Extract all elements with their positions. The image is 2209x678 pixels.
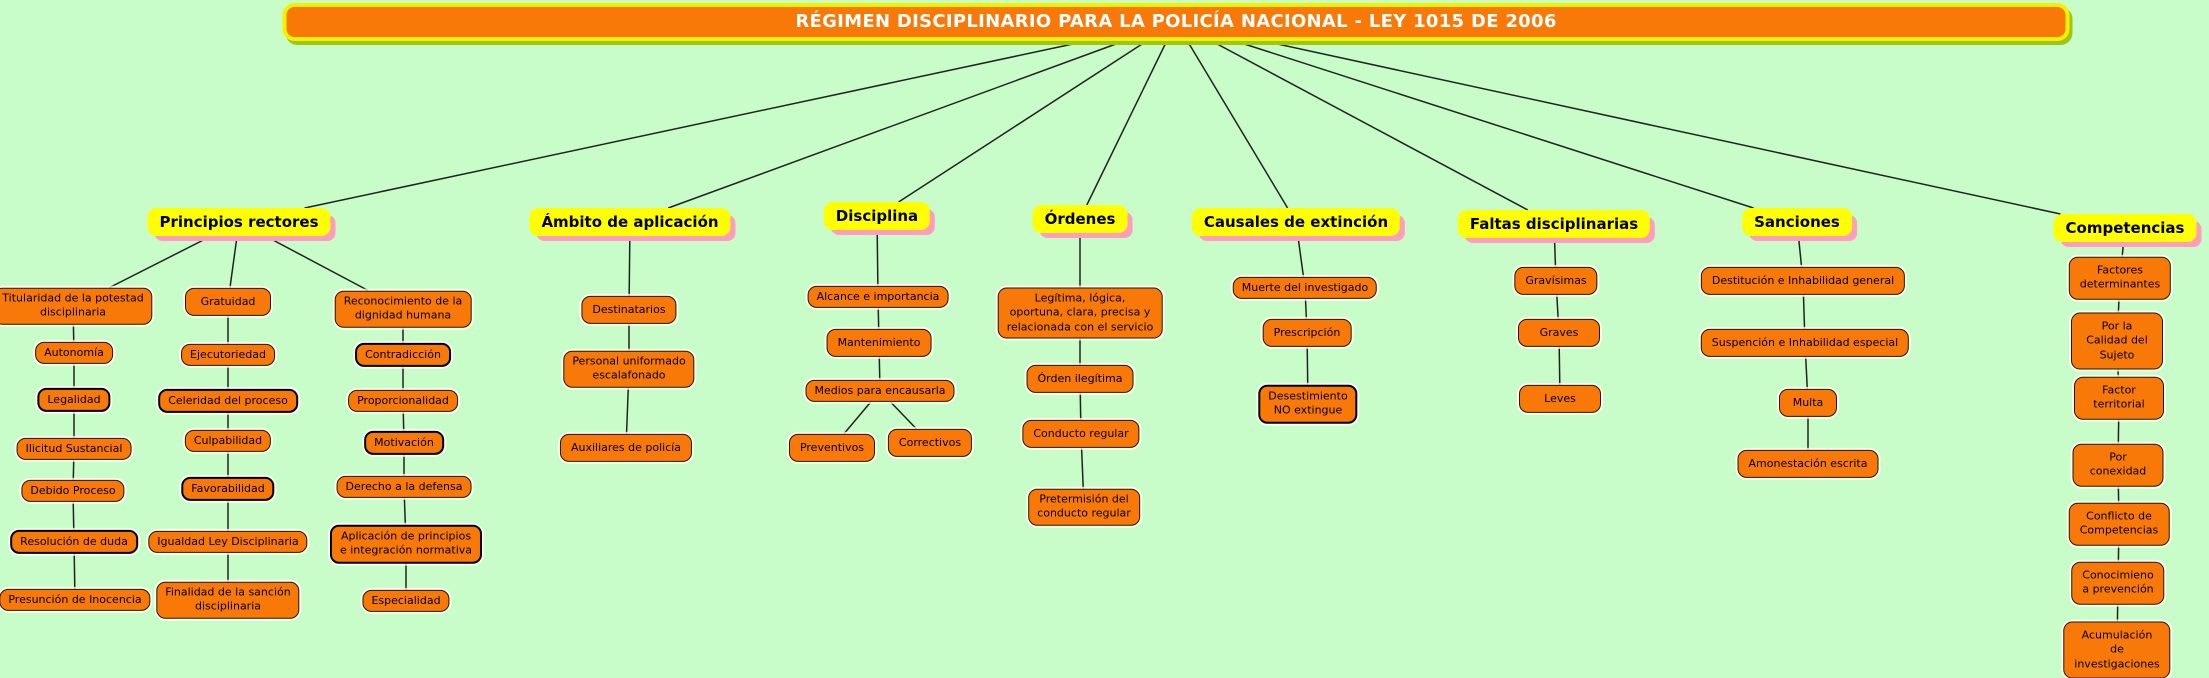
concept-derecho-defensa[interactable]: Derecho a la defensa xyxy=(337,476,472,498)
concept-pretermision-conducto[interactable]: Pretermisión del conducto regular xyxy=(1028,489,1140,526)
concept-alcance-importancia[interactable]: Alcance e importancia xyxy=(808,286,949,308)
concept-mantenimiento[interactable]: Mantenimiento xyxy=(827,329,932,357)
topic-causales-de-extincion[interactable]: Causales de extinción xyxy=(1192,208,1400,236)
concept-personal-uniformado[interactable]: Personal uniformado escalafonado xyxy=(563,351,694,388)
concept-legalidad[interactable]: Legalidad xyxy=(37,388,110,412)
concept-muerte-investigado[interactable]: Muerte del investigado xyxy=(1233,277,1377,299)
concept-autonomia[interactable]: Autonomía xyxy=(35,342,113,364)
concept-auxiliares-policia[interactable]: Auxiliares de policía xyxy=(560,434,692,462)
concept-motivacion[interactable]: Motivación xyxy=(364,431,444,455)
concept-finalidad-sancion[interactable]: Finalidad de la sanción disciplinaria xyxy=(156,582,299,619)
concept-amonestacion-escrita[interactable]: Amonestación escrita xyxy=(1738,450,1879,478)
topic-competencias[interactable]: Competencias xyxy=(2054,214,2197,242)
topic-ordenes[interactable]: Órdenes xyxy=(1033,205,1128,233)
concept-orden-legitima[interactable]: Legítima, lógica, oportuna, clara, preci… xyxy=(998,288,1163,339)
concept-acumulacion-investigaciones[interactable]: Acumulación de investigaciones xyxy=(2063,622,2170,678)
concept-conducto-regular[interactable]: Conducto regular xyxy=(1022,420,1139,448)
concept-por-conexidad[interactable]: Por conexidad xyxy=(2073,444,2164,487)
concept-ejecutoriedad[interactable]: Ejecutoriedad xyxy=(181,344,275,366)
concept-conflicto-competencias[interactable]: Conflicto de Competencias xyxy=(2069,503,2170,546)
concept-igualdad-ley[interactable]: Igualdad Ley Disciplinaria xyxy=(148,531,307,553)
concept-destitucion-inhabilidad[interactable]: Destitución e Inhabilidad general xyxy=(1701,267,1905,295)
concept-factor-territorial[interactable]: Factor territorial xyxy=(2074,377,2164,420)
concept-especialidad[interactable]: Especialidad xyxy=(362,590,449,612)
concept-presuncion-de-inocencia[interactable]: Presunción de Inocencia xyxy=(0,589,151,611)
topic-sanciones[interactable]: Sanciones xyxy=(1742,208,1852,236)
concept-factores-determinantes[interactable]: Factores determinantes xyxy=(2069,257,2171,300)
concept-medios-encausarla[interactable]: Medios para encausarla xyxy=(805,380,954,402)
concept-aplicacion-principios[interactable]: Aplicación de principios e integración n… xyxy=(330,525,482,564)
concept-leves[interactable]: Leves xyxy=(1519,385,1601,413)
topic-ambito-de-aplicacion[interactable]: Ámbito de aplicación xyxy=(529,208,730,236)
concept-reconocimiento-dignidad[interactable]: Reconocimiento de la dignidad humana xyxy=(335,291,472,328)
concept-contradiccion[interactable]: Contradicción xyxy=(355,343,451,367)
topic-faltas-disciplinarias[interactable]: Faltas disciplinarias xyxy=(1458,210,1650,238)
concept-graves[interactable]: Graves xyxy=(1518,319,1600,347)
concept-suspencion-inhabilidad[interactable]: Suspención e Inhabilidad especial xyxy=(1701,329,1909,357)
topic-principios-rectores[interactable]: Principios rectores xyxy=(147,208,330,236)
concept-destinatarios[interactable]: Destinatarios xyxy=(581,296,676,324)
concept-titularidad-potestad[interactable]: Titularidad de la potestad disciplinaria xyxy=(0,288,153,325)
concept-resolucion-de-duda[interactable]: Resolución de duda xyxy=(10,530,138,554)
concept-gratuidad[interactable]: Gratuidad xyxy=(185,288,271,316)
concept-proporcionalidad[interactable]: Proporcionalidad xyxy=(348,390,458,412)
map-title[interactable]: RÉGIMEN DISCIPLINARIO PARA LA POLICÍA NA… xyxy=(283,3,2070,41)
concept-gravisimas[interactable]: Gravísimas xyxy=(1514,267,1597,295)
concept-calidad-sujeto[interactable]: Por la Calidad del Sujeto xyxy=(2071,313,2163,370)
concept-conocimiento-prevencion[interactable]: Conocimieno a prevención xyxy=(2071,562,2164,605)
concept-ilicitud-sustancial[interactable]: Ilicitud Sustancial xyxy=(17,438,132,460)
concept-desestimiento[interactable]: Desestimiento NO extingue xyxy=(1258,385,1357,424)
concept-orden-ilegitima[interactable]: Órden ilegítima xyxy=(1027,365,1134,393)
concept-culpabilidad[interactable]: Culpabilidad xyxy=(185,430,271,452)
concept-celeridad-proceso[interactable]: Celeridad del proceso xyxy=(158,389,298,413)
topic-disciplina[interactable]: Disciplina xyxy=(824,202,930,230)
concept-correctivos[interactable]: Correctivos xyxy=(888,429,972,457)
concept-favorabilidad[interactable]: Favorabilidad xyxy=(181,477,274,501)
concept-preventivos[interactable]: Preventivos xyxy=(789,434,875,462)
concept-multa[interactable]: Multa xyxy=(1779,389,1837,417)
concept-prescripcion[interactable]: Prescripción xyxy=(1263,319,1352,347)
concept-debido-proceso[interactable]: Debido Proceso xyxy=(21,480,124,502)
